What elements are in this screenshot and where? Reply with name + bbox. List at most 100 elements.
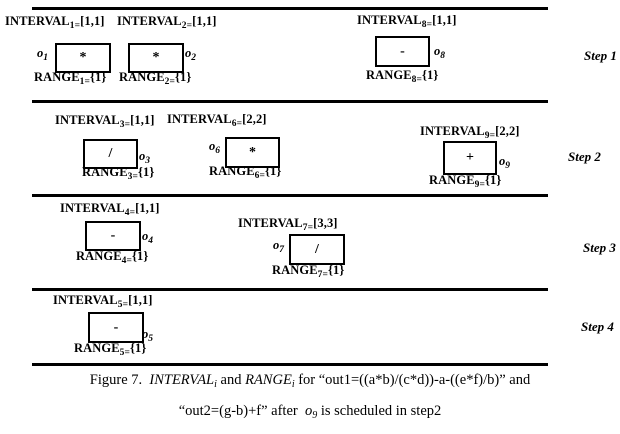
step-label-2: Step 2 bbox=[568, 149, 601, 164]
op-id-letter: o bbox=[185, 46, 192, 60]
interval-value: [1,1] bbox=[192, 14, 217, 28]
interval-value: [1,1] bbox=[80, 14, 105, 28]
range-label-o2: RANGE2={1} bbox=[119, 70, 191, 87]
op-id-subscript: 7 bbox=[279, 245, 284, 255]
range-subscript: 8= bbox=[411, 75, 423, 85]
range-subscript: 9= bbox=[474, 180, 486, 190]
op-id-subscript: 1 bbox=[43, 53, 48, 63]
range-subscript: 7= bbox=[317, 270, 329, 280]
range-label-o9: RANGE9={1} bbox=[429, 173, 502, 190]
interval-word: INTERVAL bbox=[357, 13, 422, 27]
op-box-o5: - bbox=[88, 312, 144, 343]
interval-value: [3,3] bbox=[313, 216, 338, 230]
range-value: {1} bbox=[130, 341, 147, 355]
op-id-letter: o bbox=[434, 44, 441, 58]
op-id-o3: o3 bbox=[139, 149, 150, 166]
range-label-o4: RANGE4={1} bbox=[76, 249, 148, 266]
op-id-o4: o4 bbox=[142, 229, 153, 246]
interval-word: INTERVAL bbox=[238, 216, 303, 230]
interval-word: INTERVAL bbox=[60, 201, 125, 215]
interval-subscript: 6= bbox=[231, 119, 243, 129]
step-label-1: Step 1 bbox=[584, 48, 617, 63]
range-word: RANGE bbox=[34, 70, 80, 84]
range-subscript: 3= bbox=[127, 172, 139, 182]
interval-label-o6: INTERVAL6=[2,2] bbox=[167, 112, 267, 129]
op-id-o8: o8 bbox=[434, 44, 445, 61]
op-id-subscript: 3 bbox=[145, 156, 150, 166]
interval-value: [1,1] bbox=[135, 201, 160, 215]
range-value: {1} bbox=[265, 164, 282, 178]
interval-label-o3: INTERVAL3=[1,1] bbox=[55, 113, 155, 130]
op-box-o7: / bbox=[289, 234, 345, 265]
op-id-letter: o bbox=[142, 229, 149, 243]
interval-word: INTERVAL bbox=[167, 112, 232, 126]
op-id-o9: o9 bbox=[499, 154, 510, 171]
range-label-o6: RANGE6={1} bbox=[209, 164, 282, 181]
figure-caption-line1: Figure 7. INTERVALi and RANGEi for “out1… bbox=[0, 372, 620, 390]
op-id-subscript: 2 bbox=[191, 53, 196, 63]
range-word: RANGE bbox=[366, 68, 412, 82]
operator-glyph-o3: / bbox=[108, 146, 113, 161]
range-subscript: 5= bbox=[119, 348, 131, 358]
caption-interval-subscript: i bbox=[214, 379, 217, 390]
interval-value: [1,1] bbox=[128, 293, 153, 307]
separator-line-top bbox=[32, 7, 548, 10]
interval-word: INTERVAL bbox=[53, 293, 118, 307]
interval-label-o2: INTERVAL2=[1,1] bbox=[117, 14, 217, 31]
range-value: {1} bbox=[90, 70, 107, 84]
range-value: {1} bbox=[138, 165, 155, 179]
op-box-o4: - bbox=[85, 221, 141, 251]
range-word: RANGE bbox=[82, 165, 128, 179]
operator-glyph-o7: / bbox=[315, 241, 319, 257]
interval-subscript: 2= bbox=[181, 21, 193, 31]
range-value: {1} bbox=[328, 263, 345, 277]
caption-interval-term: INTERVALi bbox=[149, 372, 217, 390]
range-label-o1: RANGE1={1} bbox=[34, 70, 107, 87]
interval-subscript: 1= bbox=[69, 21, 81, 31]
op-id-letter: o bbox=[142, 327, 149, 341]
range-label-o7: RANGE7={1} bbox=[272, 263, 345, 280]
range-label-o3: RANGE3={1} bbox=[82, 165, 155, 182]
caption-range-word: RANGE bbox=[245, 372, 292, 388]
operator-glyph-o1: * bbox=[79, 50, 87, 65]
interval-label-o4: INTERVAL4=[1,1] bbox=[60, 201, 160, 218]
op-id-o1: o1 bbox=[37, 46, 48, 63]
interval-value: [2,2] bbox=[495, 124, 520, 138]
operator-glyph-o8: - bbox=[400, 43, 405, 59]
op-box-o9: + bbox=[443, 141, 497, 175]
range-value: {1} bbox=[422, 68, 439, 82]
range-subscript: 4= bbox=[121, 256, 133, 266]
interval-word: INTERVAL bbox=[420, 124, 485, 138]
caption-figure-number: Figure 7. bbox=[89, 372, 150, 388]
caption-range-subscript: i bbox=[291, 379, 295, 390]
caption-o-subscript: 9 bbox=[312, 410, 318, 421]
separator-line-bottom bbox=[32, 363, 548, 366]
op-id-letter: o bbox=[139, 149, 146, 163]
separator-line-step1-step2 bbox=[32, 100, 548, 103]
range-value: {1} bbox=[485, 173, 502, 187]
op-id-subscript: 8 bbox=[440, 51, 445, 61]
interval-subscript: 4= bbox=[124, 208, 136, 218]
caption-line2-start: “out2=(g-b)+f” after bbox=[178, 403, 305, 419]
op-id-subscript: 5 bbox=[148, 334, 153, 344]
interval-word: INTERVAL bbox=[55, 113, 120, 127]
interval-word: INTERVAL bbox=[5, 14, 70, 28]
figure-caption-line2: “out2=(g-b)+f” after o9 is scheduled in … bbox=[0, 403, 620, 421]
op-id-o2: o2 bbox=[185, 46, 196, 63]
operator-glyph-o9: + bbox=[466, 150, 474, 165]
operator-glyph-o4: - bbox=[110, 228, 116, 243]
range-word: RANGE bbox=[76, 249, 122, 263]
interval-subscript: 8= bbox=[421, 20, 433, 30]
op-box-o1: * bbox=[55, 43, 111, 73]
step-label-3: Step 3 bbox=[583, 240, 616, 255]
range-subscript: 6= bbox=[254, 171, 266, 181]
op-id-o6: o6 bbox=[209, 139, 220, 156]
step-label-4: Step 4 bbox=[581, 319, 614, 334]
op-box-o6: * bbox=[225, 137, 280, 168]
interval-label-o9: INTERVAL9=[2,2] bbox=[420, 124, 520, 141]
range-subscript: 2= bbox=[164, 77, 176, 87]
interval-word: INTERVAL bbox=[117, 14, 182, 28]
range-subscript: 1= bbox=[79, 77, 91, 87]
range-label-o5: RANGE5={1} bbox=[74, 341, 147, 358]
op-box-o3: / bbox=[83, 139, 138, 169]
